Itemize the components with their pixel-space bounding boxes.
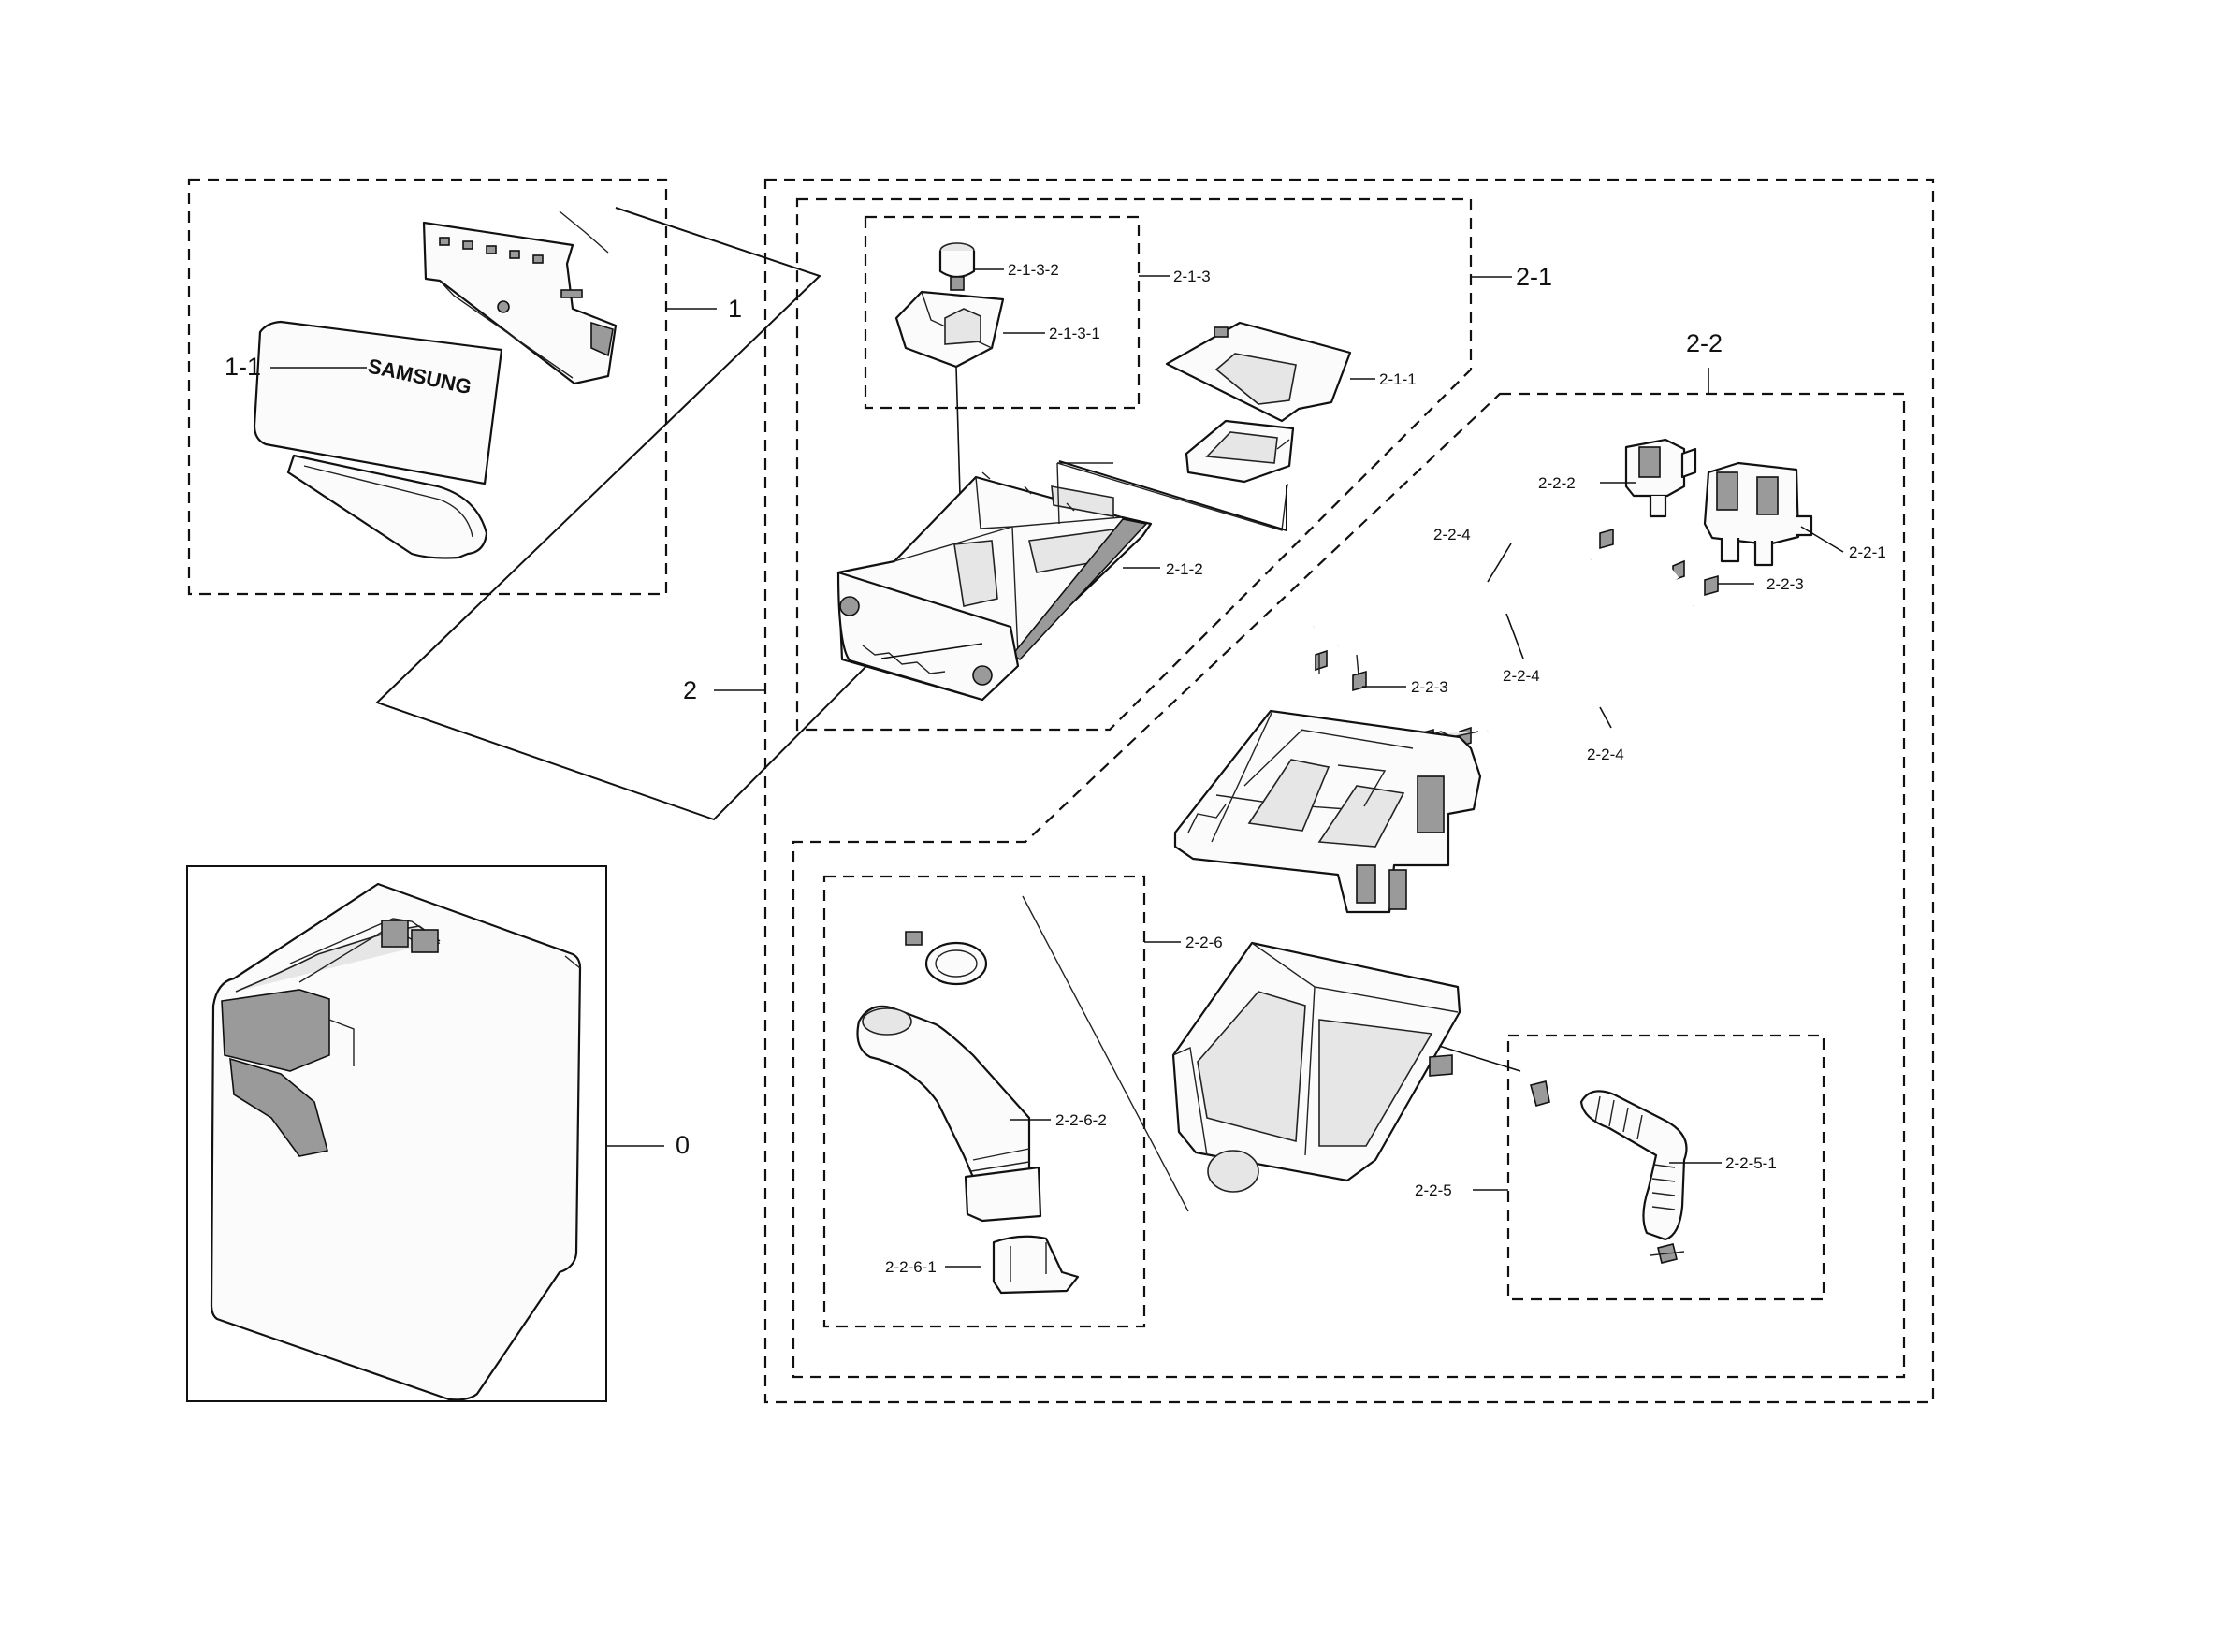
water-valve-double — [1703, 461, 1813, 567]
label-2-2-5-1: 2-2-5-1 — [1725, 1154, 1777, 1172]
label-2-2-6-2: 2-2-6-2 — [1055, 1111, 1107, 1129]
group-frame-2-2-6 — [822, 875, 1146, 1328]
inlet-hoses — [1310, 554, 1700, 740]
duct-spring-clamp — [905, 931, 988, 986]
label-2: 2 — [683, 676, 697, 704]
label-2-1-3: 2-1-3 — [1173, 268, 1211, 285]
label-2-2-6-1: 2-2-6-1 — [885, 1258, 937, 1276]
group-frame-2-2 — [792, 392, 1906, 1379]
dispenser-handle-panel: SAMSUNG — [253, 320, 503, 485]
label-2-2-4-top: 2-2-4 — [1433, 526, 1471, 543]
label-2-2-4-middle: 2-2-4 — [1503, 667, 1540, 685]
detergent-cup-insert — [1165, 321, 1352, 484]
label-2-1-3-1: 2-1-3-1 — [1049, 325, 1100, 342]
label-0: 0 — [676, 1131, 690, 1159]
label-2-2-4-bottom: 2-2-4 — [1587, 746, 1624, 763]
group-frame-2 — [763, 178, 1935, 1404]
duct-bellows — [856, 1005, 1042, 1223]
group-frame-2-2-5 — [1506, 1034, 1825, 1301]
dispenser-handle-grip — [286, 454, 488, 559]
water-valve-single — [1624, 438, 1697, 518]
siphon-cup — [894, 290, 1005, 369]
label-2-1-2: 2-1-2 — [1166, 560, 1203, 578]
duct-adapter — [992, 1235, 1080, 1295]
label-2-2-3-lower: 2-2-3 — [1411, 678, 1448, 696]
label-2-1-1: 2-1-1 — [1379, 370, 1417, 388]
drain-bellows — [1530, 1080, 1688, 1264]
label-1: 1 — [728, 295, 742, 323]
group-frame-2-1-3 — [864, 215, 1141, 410]
label-2-2: 2-2 — [1686, 329, 1723, 357]
label-2-2-6: 2-2-6 — [1185, 934, 1223, 951]
assembly-outline — [375, 207, 1031, 821]
group-frame-1 — [187, 178, 668, 596]
dispenser-drawer — [836, 462, 1288, 702]
dispenser-housing-top — [1173, 709, 1482, 914]
label-2-2-5: 2-2-5 — [1415, 1181, 1452, 1199]
label-2-2-3-upper: 2-2-3 — [1766, 575, 1804, 593]
label-2-2-2: 2-2-2 — [1538, 474, 1576, 492]
group-frame-0 — [186, 865, 607, 1402]
siphon-cap — [938, 242, 976, 291]
label-2-2-1: 2-2-1 — [1849, 543, 1886, 561]
washer-cabinet — [210, 882, 582, 1401]
label-2-1-3-2: 2-1-3-2 — [1008, 261, 1059, 279]
group-frame-2-1 — [795, 197, 1473, 732]
hose-clamps — [1315, 528, 1719, 750]
label-2-1: 2-1 — [1516, 263, 1552, 291]
dispenser-control-panel — [422, 210, 618, 385]
label-1-1: 1-1 — [225, 353, 261, 381]
dispenser-housing-bottom — [1171, 941, 1461, 1193]
